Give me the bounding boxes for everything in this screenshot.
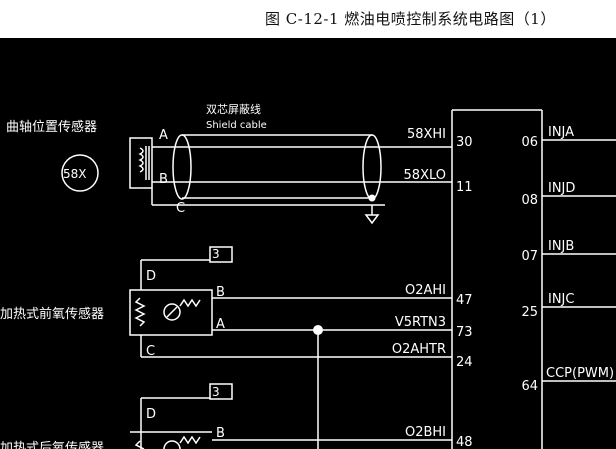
ecm-pin-06: 06 xyxy=(521,135,538,150)
front-o2-pin-b: B xyxy=(216,285,225,300)
ecm-pin-64: 64 xyxy=(521,379,538,394)
ecm-pin-47: 47 xyxy=(456,293,473,308)
signal-v5rtn3: V5RTN3 xyxy=(395,315,446,330)
shield-cable-cn: 双芯屏蔽线 xyxy=(206,102,261,116)
ecm-pin-24: 24 xyxy=(456,355,473,370)
ecm-block xyxy=(451,109,543,449)
output-injc: INJC xyxy=(548,292,574,307)
signal-58xlo: 58XLO xyxy=(404,168,446,183)
ecm-outputs xyxy=(542,139,616,382)
front-o2-sensor-symbol xyxy=(129,246,452,449)
output-ccp: CCP(PWM) xyxy=(546,366,614,381)
front-o2-fuse: 3 xyxy=(212,247,220,261)
front-o2-pin-c: C xyxy=(146,344,155,359)
signal-o2ahtr: O2AHTR xyxy=(392,342,446,357)
signal-58xhi: 58XHI xyxy=(407,127,446,142)
signal-o2bhi: O2BHI xyxy=(405,425,446,440)
output-inja: INJA xyxy=(548,125,574,140)
ecm-pin-07: 07 xyxy=(521,249,538,264)
rear-o2-pin-d: D xyxy=(146,407,156,422)
crank-pin-b: B xyxy=(159,172,168,187)
output-injd: INJD xyxy=(548,181,575,196)
shield-cable xyxy=(151,134,452,225)
front-o2-sensor-name: 加热式前氧传感器 xyxy=(0,306,104,322)
ecm-pin-11: 11 xyxy=(456,180,473,195)
rear-o2-sensor-symbol xyxy=(130,383,452,449)
ecm-pin-73: 73 xyxy=(456,325,473,340)
shield-junction-dot xyxy=(368,194,376,202)
ecm-pin-08: 08 xyxy=(521,193,538,208)
crank-sensor-symbol xyxy=(61,137,153,192)
ecm-pin-25: 25 xyxy=(521,305,538,320)
shield-cable-en: Shield cable xyxy=(206,120,267,131)
crank-pin-c: C xyxy=(176,201,185,216)
front-o2-pin-d: D xyxy=(146,269,156,284)
v5rtn3-junction-dot xyxy=(313,325,323,335)
rear-o2-pin-b: B xyxy=(216,426,225,441)
signal-o2ahi: O2AHI xyxy=(405,283,446,298)
figure-caption: 图 C-12-1 燃油电喷控制系统电路图（1） xyxy=(265,10,556,28)
crank-sensor-name: 曲轴位置传感器 xyxy=(6,119,97,135)
front-o2-pin-a: A xyxy=(216,317,225,332)
output-injb: INJB xyxy=(548,239,574,254)
crank-pin-a: A xyxy=(159,128,168,143)
rear-o2-fuse: 3 xyxy=(212,385,220,399)
wiring-schematic: 曲轴位置传感器 58X A B C 双芯屏蔽线 Shield cable 58X… xyxy=(0,38,616,449)
crank-sensor-badge: 58X xyxy=(63,167,87,181)
rear-o2-sensor-name: 加热式后氧传感器 xyxy=(0,440,104,449)
ecm-pin-30: 30 xyxy=(456,135,473,150)
caption-bar: 图 C-12-1 燃油电喷控制系统电路图（1） xyxy=(0,0,616,38)
ecm-pin-48: 48 xyxy=(456,435,473,449)
schematic-background xyxy=(0,38,616,449)
